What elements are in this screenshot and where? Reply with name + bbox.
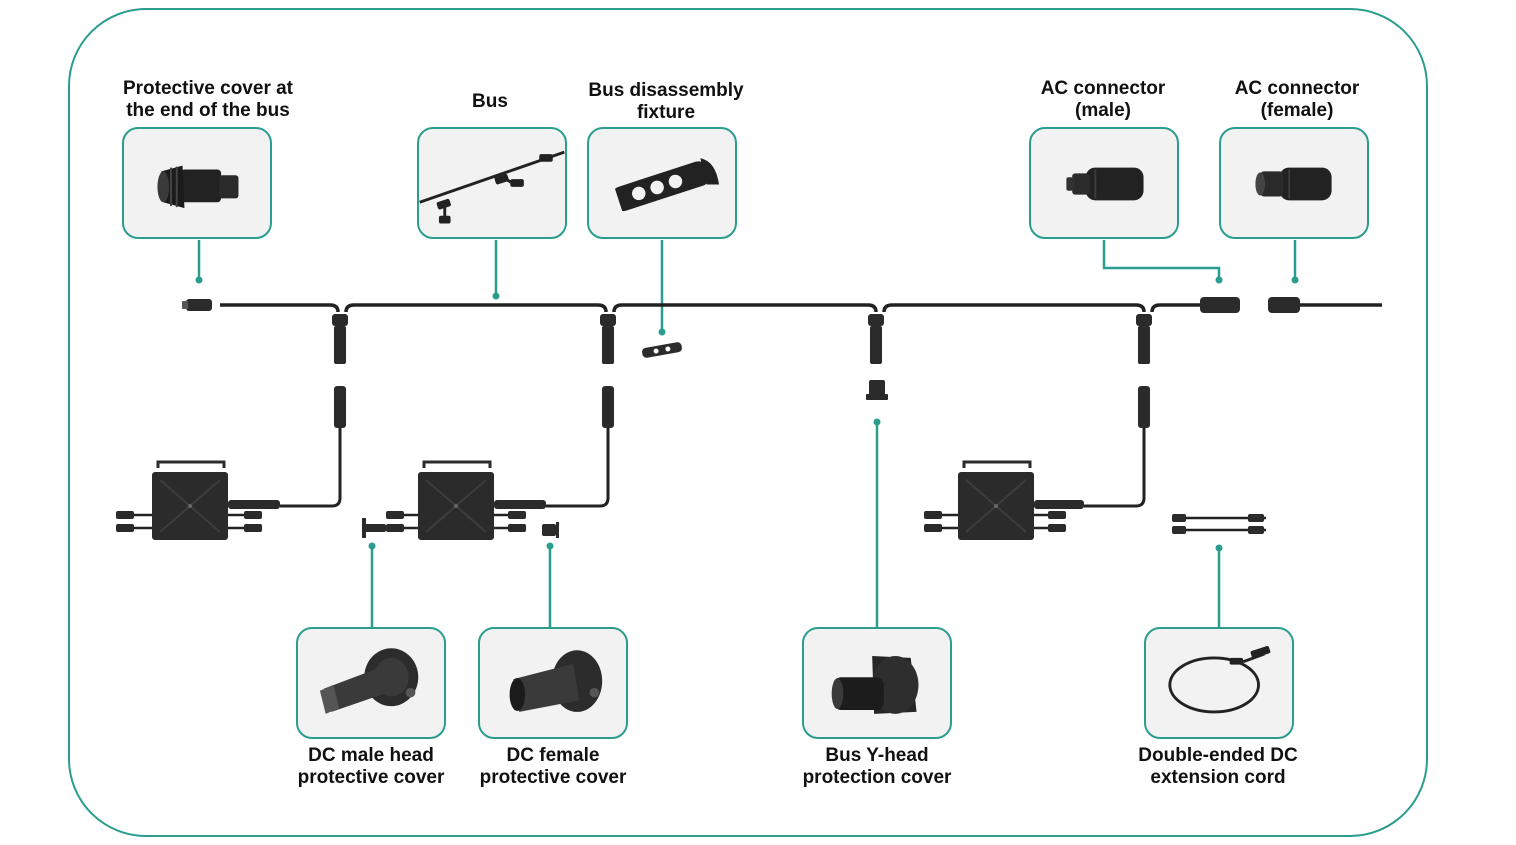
label-ac-connector-male: AC connector (male) <box>1040 78 1166 121</box>
y-joint-2 <box>600 314 616 364</box>
y-head-cover-part <box>869 380 885 398</box>
bus-cable-image <box>419 150 565 224</box>
dc-female-cover-image <box>509 650 603 712</box>
label-bus-disassembly-fixture: Bus disassembly fixture <box>588 80 744 123</box>
dc-male-cover-part <box>362 518 386 538</box>
card-dc-female-cover <box>478 627 628 739</box>
leader-ac-male <box>1102 240 1221 280</box>
label-dc-extension-cord: Double-ended DC extension cord <box>1138 745 1298 788</box>
dc-extension-cord-image <box>1168 645 1271 714</box>
bus-end-cover-image <box>157 165 239 209</box>
label-bus-end-cover: Protective cover at the end of the bus <box>122 78 294 121</box>
label-bus-y-head-cover: Bus Y-head protection cover <box>802 745 952 788</box>
ac-male-part <box>1200 297 1240 313</box>
label-ac-connector-female: AC connector (female) <box>1234 78 1360 121</box>
card-dc-male-cover <box>296 627 446 739</box>
microinverter-1 <box>150 460 230 542</box>
y-joint-4 <box>1136 314 1152 364</box>
ac-male-connector-image <box>1066 167 1144 201</box>
card-bus-end-cover <box>122 127 272 239</box>
label-dc-female-cover: DC female protective cover <box>479 745 627 788</box>
dc-extension-cord-part <box>1172 514 1266 534</box>
leader-dots <box>195 276 1299 552</box>
bus-trunk-cable <box>220 303 1382 313</box>
card-dc-extension-cord <box>1144 627 1294 739</box>
ac-female-part <box>1268 297 1300 313</box>
leader-lines <box>197 240 1297 627</box>
bus-end-cover-part <box>186 299 212 311</box>
drop-connectors <box>334 386 1150 428</box>
card-bus-disassembly-fixture <box>587 127 737 239</box>
diagram-frame <box>68 8 1428 837</box>
microinverter-3 <box>956 460 1036 542</box>
card-ac-connector-female <box>1219 127 1369 239</box>
card-ac-connector-male <box>1029 127 1179 239</box>
label-dc-male-cover: DC male head protective cover <box>297 745 445 788</box>
microinverter-2 <box>416 460 496 542</box>
card-bus-y-head-cover <box>802 627 952 739</box>
dc-male-cover-image <box>319 648 419 714</box>
dc-connectors <box>116 511 1066 532</box>
label-bus: Bus <box>472 91 508 112</box>
drop-cables <box>280 428 1146 508</box>
card-bus <box>417 127 567 239</box>
dc-female-cover-part <box>542 522 559 538</box>
inverter-ac-outputs <box>228 500 1084 509</box>
disassembly-fixture-part <box>642 342 682 358</box>
disassembly-wrench-image <box>606 158 720 212</box>
y-joint-1 <box>332 314 348 364</box>
y-joint-3 <box>868 314 884 364</box>
bus-y-head-cover-image <box>831 656 919 714</box>
ac-female-connector-image <box>1255 167 1332 201</box>
